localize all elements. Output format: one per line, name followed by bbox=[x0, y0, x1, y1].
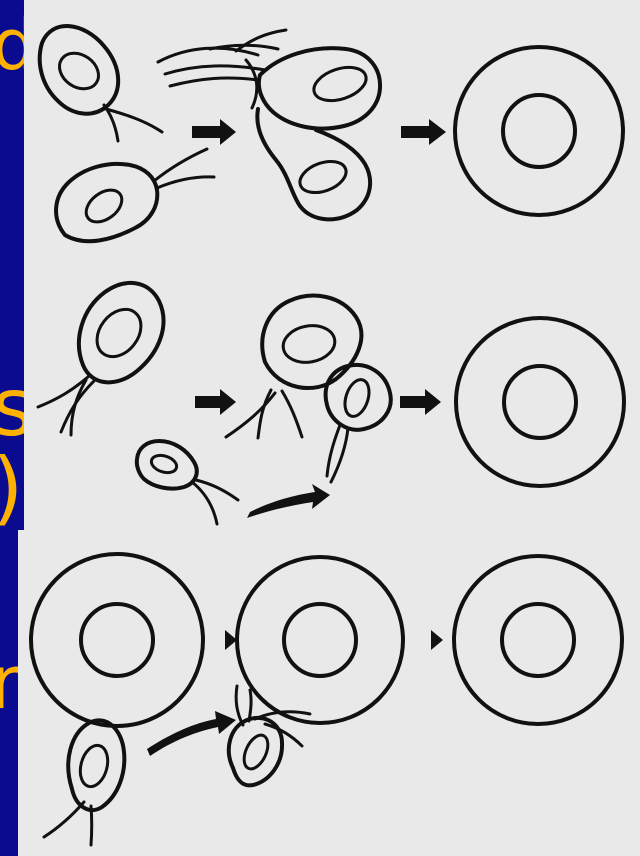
cyst-outer-row-3-b bbox=[237, 557, 403, 723]
cyst-inner-row-2 bbox=[504, 366, 576, 438]
row-1 bbox=[40, 26, 623, 241]
flagellate-row-3-left bbox=[44, 720, 124, 845]
fusing-cells bbox=[158, 30, 380, 219]
cyst-inner-row-3-c bbox=[502, 604, 574, 676]
arrow-row-2-b bbox=[400, 389, 441, 415]
small-flagellate-left bbox=[137, 441, 238, 524]
cyst-inner-row-3-a bbox=[81, 604, 153, 676]
flagellate-row-3-right bbox=[229, 686, 310, 785]
arrow-row-2-a bbox=[195, 389, 236, 415]
arrow-row-1-a bbox=[192, 119, 236, 145]
row-3 bbox=[31, 554, 622, 845]
arrow-row-3-b bbox=[431, 630, 443, 650]
cyst-outer-row-1 bbox=[455, 47, 623, 215]
curved-arrow-row-2 bbox=[247, 484, 330, 518]
flagellate-cell-b bbox=[56, 149, 214, 241]
cyst-outer-row-3-c bbox=[454, 556, 622, 724]
cyst-inner-row-1 bbox=[503, 95, 575, 167]
cyst-outer-row-2 bbox=[456, 318, 624, 486]
row-2 bbox=[38, 283, 624, 524]
fusing-flagellates bbox=[226, 296, 391, 482]
flagellate-cell-a bbox=[40, 26, 162, 141]
curved-arrow-row-3 bbox=[147, 711, 236, 756]
arrow-row-1-b bbox=[401, 119, 446, 145]
large-flagellate-left bbox=[38, 283, 163, 435]
cyst-inner-row-3-b bbox=[284, 604, 356, 676]
cyst-outer-row-3-a bbox=[31, 554, 203, 726]
